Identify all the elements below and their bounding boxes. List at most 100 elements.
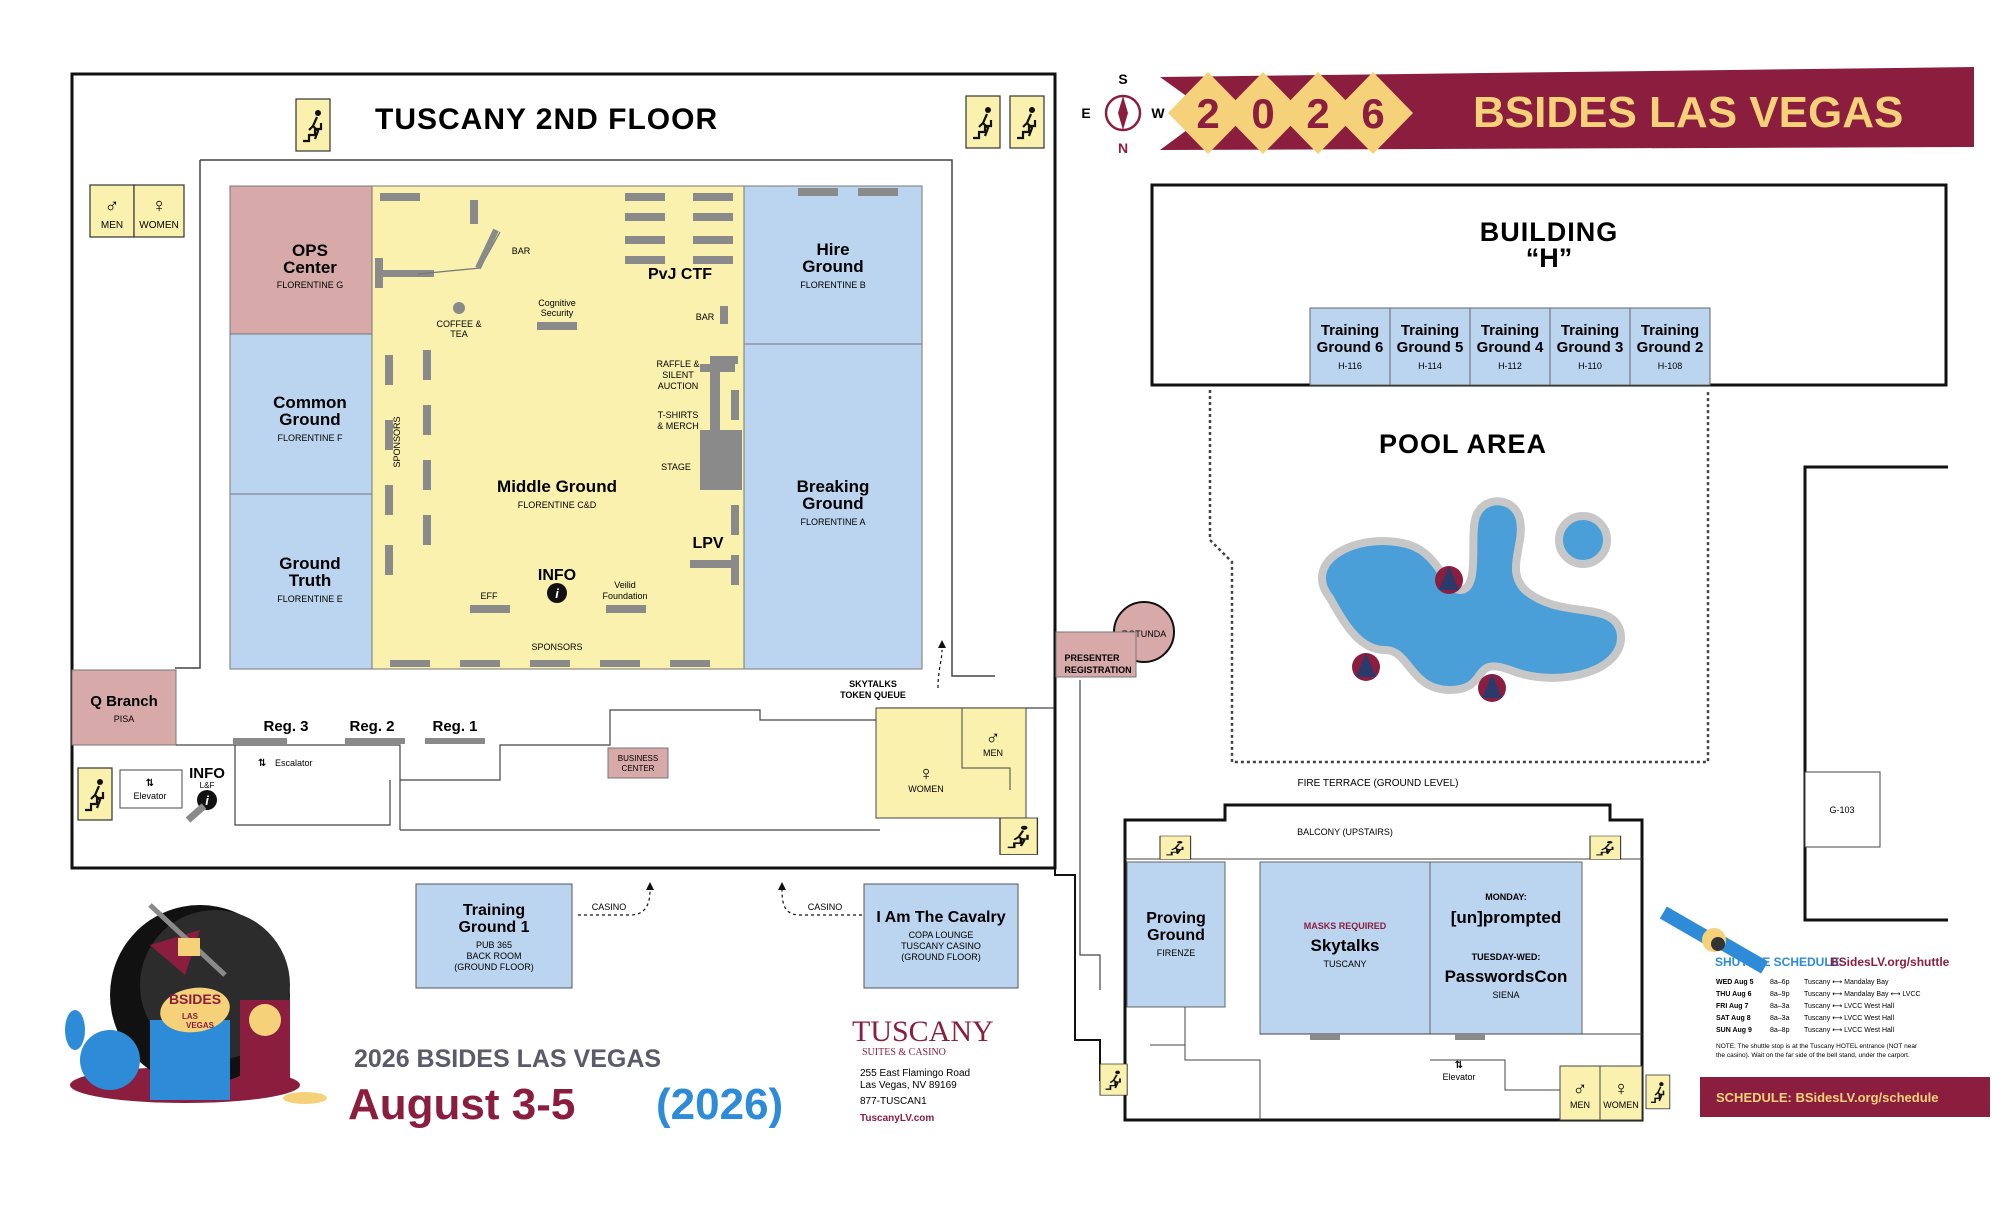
shuttle-row-1-time: 8a–9p bbox=[1770, 991, 1790, 998]
umbrella-icon bbox=[1352, 653, 1380, 681]
footer-year: (2026) bbox=[656, 1080, 783, 1129]
business-center[interactable] bbox=[607, 747, 669, 779]
tuscany-logo-sub: SUITES & CASINO bbox=[862, 1047, 946, 1058]
siena-unprompted: [un]prompted bbox=[1451, 908, 1561, 927]
cavalry-name: I Am The Cavalry bbox=[876, 909, 1005, 926]
cavalry-sub-2: TUSCANY CASINO bbox=[901, 941, 981, 951]
h108-code: H-108 bbox=[1658, 361, 1683, 371]
umbrella-icon bbox=[1435, 566, 1463, 594]
training-rooms: Training Ground 6 H-116 Training Ground … bbox=[1309, 307, 1711, 386]
pvj-ctf-label: PvJ CTF bbox=[648, 266, 712, 283]
restroom-women-lower bbox=[1599, 1065, 1643, 1121]
restroom-women bbox=[133, 184, 185, 238]
ops-sub: FLORENTINE G bbox=[277, 280, 344, 290]
satellite-icon bbox=[1659, 906, 1769, 974]
info-icon[interactable] bbox=[547, 583, 567, 603]
men-label: MEN bbox=[983, 748, 1003, 758]
room-training-ground-6[interactable] bbox=[1309, 307, 1391, 386]
room-skytalks[interactable] bbox=[1259, 861, 1431, 1035]
tuscany-website-link[interactable]: TuscanyLV.com bbox=[860, 1113, 934, 1124]
hire-name-1: Hire bbox=[816, 240, 849, 259]
shuttle-row-1-day: THU Aug 6 bbox=[1716, 991, 1752, 998]
room-training-ground-5[interactable] bbox=[1389, 307, 1471, 386]
bar-label-2: BAR bbox=[696, 312, 715, 322]
compass: S E W N bbox=[1081, 71, 1165, 156]
compass-w: W bbox=[1151, 105, 1165, 121]
room-training-ground-3[interactable] bbox=[1549, 307, 1631, 386]
training1-name-1: Training bbox=[463, 902, 525, 919]
sponsors-bottom-label: SPONSORS bbox=[531, 642, 582, 652]
shuttle-link[interactable]: BSidesLV.org/shuttle bbox=[1830, 955, 1950, 969]
shuttle-row-3-route: Tuscany ⟷ LVCC West Hall bbox=[1804, 1015, 1894, 1022]
building-h: BUILDING “H” Training Ground 6 H-116 Tra… bbox=[1150, 183, 1948, 387]
breaking-name-1: Breaking bbox=[797, 477, 870, 496]
presenter-registration[interactable]: ROTUNDA PRESENTER REGISTRATION bbox=[1055, 601, 1175, 678]
siena-monday: MONDAY: bbox=[1485, 892, 1527, 902]
elevator-lower-label: Elevator bbox=[1442, 1072, 1475, 1082]
schedule-link[interactable]: SCHEDULE: BSidesLV.org/schedule bbox=[1716, 1090, 1939, 1105]
breaking-name-2: Ground bbox=[802, 494, 863, 513]
h114-name-1: Training bbox=[1401, 322, 1459, 339]
shuttle-row-3-day: SAT Aug 8 bbox=[1716, 1015, 1751, 1022]
year-digit-4: 6 bbox=[1361, 90, 1384, 137]
proving-sub: FIRENZE bbox=[1157, 948, 1196, 958]
room-i-am-the-cavalry[interactable] bbox=[863, 883, 1019, 989]
room-hire-ground[interactable] bbox=[743, 185, 923, 345]
female-icon: ♀ bbox=[919, 763, 934, 785]
restroom-men-label: MEN bbox=[101, 220, 123, 231]
info-label: INFO bbox=[538, 567, 576, 584]
stairs-icon[interactable] bbox=[76, 766, 114, 822]
stairs-icon[interactable] bbox=[998, 816, 1039, 856]
stairs-icon[interactable] bbox=[1099, 1063, 1129, 1097]
stairs-icon[interactable] bbox=[1008, 94, 1046, 150]
h108-name-1: Training bbox=[1641, 322, 1699, 339]
siena-passwordscon: PasswordsCon bbox=[1445, 967, 1568, 986]
presenter-label-1: PRESENTER bbox=[1064, 653, 1120, 663]
h110-code: H-110 bbox=[1578, 361, 1602, 371]
qbranch-name: Q Branch bbox=[90, 693, 158, 710]
cavalry-sub-3: (GROUND FLOOR) bbox=[901, 952, 981, 962]
bsides-logo-art: BSIDES LAS VEGAS bbox=[65, 903, 327, 1104]
year-digit-3: 2 bbox=[1306, 90, 1329, 137]
room-siena[interactable] bbox=[1429, 861, 1583, 1035]
breaking-sub: FLORENTINE A bbox=[800, 517, 865, 527]
stairs-icon[interactable] bbox=[1645, 1074, 1671, 1110]
room-proving-ground[interactable] bbox=[1126, 861, 1226, 1008]
room-q-branch[interactable] bbox=[71, 669, 177, 746]
male-icon: ♂ bbox=[105, 195, 120, 217]
common-name-1: Common bbox=[273, 393, 347, 412]
casino-right-label: CASINO bbox=[808, 902, 843, 912]
stairs-icon[interactable] bbox=[1159, 835, 1192, 861]
tshirts-label-2: & MERCH bbox=[657, 421, 699, 431]
h112-code: H-112 bbox=[1498, 361, 1522, 371]
ops-name-1: OPS bbox=[292, 241, 328, 260]
floor-title: TUSCANY 2ND FLOOR bbox=[375, 103, 718, 136]
event-footer: 2026 BSIDES LAS VEGAS August 3-5 (2026) … bbox=[348, 1015, 994, 1129]
shuttle-row-4-route: Tuscany ⟷ LVCC West Hall bbox=[1804, 1027, 1894, 1034]
raffle-label-3: AUCTION bbox=[658, 381, 699, 391]
stairs-icon[interactable] bbox=[964, 94, 1002, 150]
room-breaking-ground[interactable] bbox=[743, 343, 923, 670]
casino-left-label: CASINO bbox=[592, 902, 627, 912]
proving-name-1: Proving bbox=[1146, 910, 1206, 927]
room-ops-center[interactable] bbox=[229, 185, 373, 335]
hot-tub bbox=[1555, 512, 1611, 568]
room-training-ground-2[interactable] bbox=[1629, 307, 1711, 386]
escalator-label: Escalator bbox=[275, 758, 313, 768]
raffle-label-1: RAFFLE & bbox=[656, 359, 699, 369]
h114-code: H-114 bbox=[1418, 361, 1442, 371]
proving-name-2: Ground bbox=[1147, 927, 1205, 944]
restroom-men-lower bbox=[1559, 1065, 1601, 1121]
stairs-icon[interactable] bbox=[294, 97, 332, 153]
shuttle-row-4-time: 8a–8p bbox=[1770, 1027, 1790, 1034]
coffee-label-1: COFFEE & bbox=[436, 319, 481, 329]
stairs-icon[interactable] bbox=[1589, 835, 1622, 861]
women-label: WOMEN bbox=[908, 784, 944, 794]
room-training-ground-1[interactable] bbox=[415, 883, 573, 989]
men-lower-label: MEN bbox=[1570, 1100, 1590, 1110]
tshirts-label-1: T-SHIRTS bbox=[658, 410, 699, 420]
elevator-arrows-icon: ⇅ bbox=[1455, 1060, 1463, 1071]
eff-label: EFF bbox=[481, 591, 499, 601]
compass-e: E bbox=[1081, 105, 1090, 121]
siena-tuesday: TUESDAY-WED: bbox=[1472, 952, 1541, 962]
